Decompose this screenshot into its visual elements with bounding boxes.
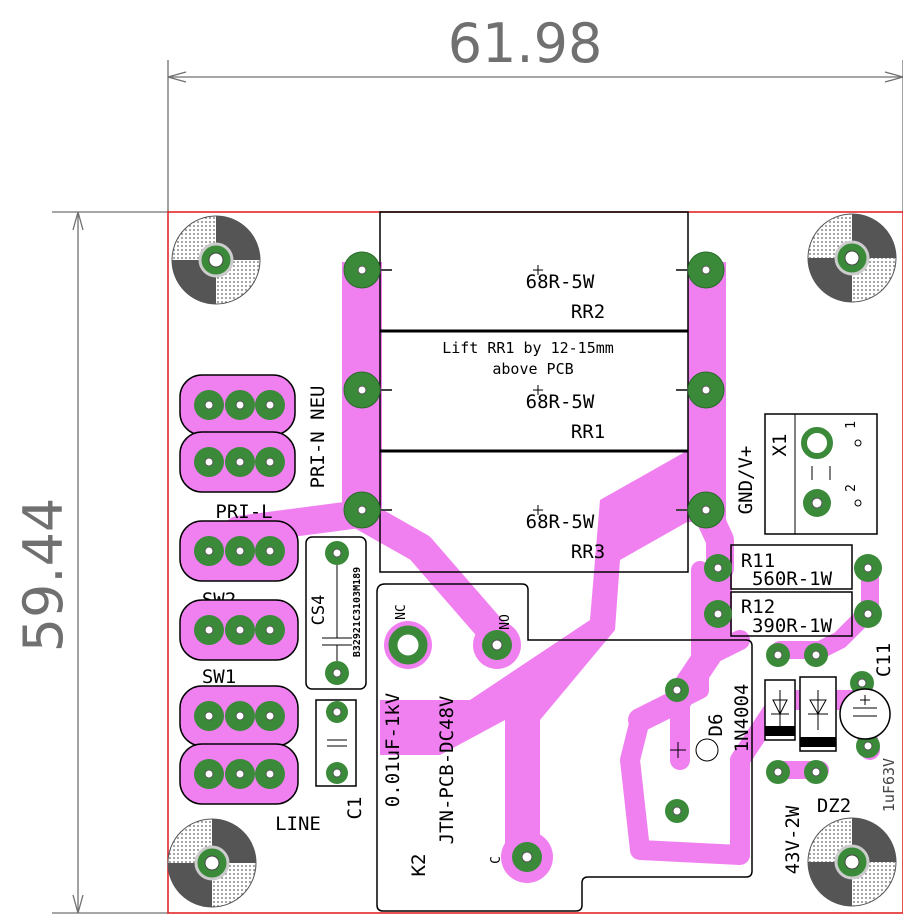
c11-ref: C11 — [873, 643, 895, 677]
dz2-ref: DZ2 — [817, 795, 851, 817]
dimension-height — [52, 211, 168, 914]
relay-ref: K2 — [408, 854, 430, 877]
mounting-hole-bl — [167, 818, 257, 908]
connector-pri-neu — [179, 374, 296, 493]
mounting-hole-br — [807, 817, 897, 907]
r12-value: 390R-1W — [752, 615, 833, 637]
cs4-part: B32921C3103M189 — [352, 567, 363, 657]
x1-pin2: 2 — [844, 484, 859, 492]
c1-ref: C1 — [344, 797, 366, 820]
x1-pin1: 1 — [844, 421, 859, 429]
c11-value: 1uF63V — [880, 758, 898, 812]
cs4-ref: CS4 — [309, 595, 329, 626]
dimension-height-label: 59.44 — [12, 498, 75, 653]
dimension-width-label: 61.98 — [448, 12, 603, 75]
relay-k2-pads — [388, 625, 542, 872]
relay-c-label: C — [489, 856, 504, 864]
sw1-label: SW1 — [202, 666, 236, 688]
resistor-r11 — [704, 544, 882, 590]
dimension-width — [167, 60, 903, 212]
c1-value: 0.01uF-1kV — [382, 693, 404, 807]
pri-l-label: PRI-L — [215, 501, 272, 523]
mounting-hole-tr — [807, 213, 897, 303]
rr1-ref: RR1 — [571, 421, 605, 443]
d6-part: 1N4004 — [731, 684, 753, 753]
resistor-r12 — [704, 591, 882, 637]
connector-line — [179, 685, 299, 805]
resistor-rr2: 68R-5W RR2 — [372, 265, 696, 323]
rr2-ref: RR2 — [571, 301, 605, 323]
dz2-value: 43V-2W — [782, 805, 804, 874]
pri-neu-label: PRI-N NEU — [307, 386, 329, 489]
connector-sw2 — [179, 520, 299, 582]
r11-ref: R11 — [741, 550, 775, 572]
rr2-value: 68R-5W — [526, 271, 595, 293]
line-label: LINE — [275, 813, 321, 835]
rr3-ref: RR3 — [571, 541, 605, 563]
capacitor-cs4 — [305, 536, 367, 690]
terminal-x1 — [764, 413, 878, 535]
r11-value: 560R-1W — [752, 568, 833, 590]
relay-nc-label: NC — [394, 604, 409, 620]
zener-dz2 — [764, 643, 837, 784]
resistor-rr1: 68R-5W RR1 — [372, 385, 696, 443]
lift-note-line2: above PCB — [492, 360, 573, 378]
capacitor-c11 — [839, 671, 891, 758]
lift-note-line1: Lift RR1 by 12-15mm — [442, 339, 614, 357]
resistor-rr3: 68R-5W RR3 — [372, 505, 696, 563]
rr1-value: 68R-5W — [526, 391, 595, 413]
x1-label: GND/V+ — [735, 446, 757, 515]
d6-ref: D6 — [705, 714, 727, 737]
relay-k2-outline — [376, 583, 753, 912]
rr3-value: 68R-5W — [526, 511, 595, 533]
connector-sw1 — [179, 599, 299, 661]
relay-no-label: NO — [498, 614, 513, 630]
relay-part: JTN-PCB-DC48V — [436, 696, 458, 845]
mounting-hole-tl — [171, 215, 261, 305]
r12-ref: R12 — [741, 596, 775, 618]
capacitor-c1 — [315, 699, 357, 787]
x1-ref: X1 — [769, 434, 791, 457]
diode-d6 — [665, 678, 719, 823]
